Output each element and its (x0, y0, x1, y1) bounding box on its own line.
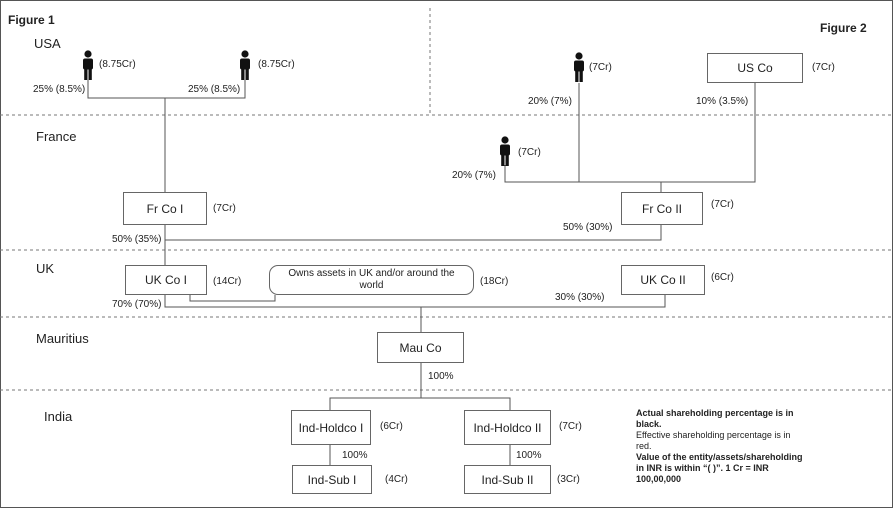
fr-co-2-box: Fr Co II (621, 192, 703, 225)
uk-co-1-box: UK Co I (125, 265, 207, 295)
fr-co-1-value: (7Cr) (213, 203, 236, 214)
legend-line: red. (636, 441, 652, 451)
uk-co-2-box: UK Co II (621, 265, 705, 295)
region-uk: UK (36, 261, 55, 276)
uk-co-1-value: (14Cr) (213, 276, 242, 287)
uk-co-2-share: 30% (30%) (555, 292, 605, 303)
assets-box: Owns assets in UK and/or around the worl… (269, 265, 474, 295)
mau-co-share: 100% (428, 371, 454, 382)
ind-sub-2-value: (3Cr) (557, 474, 580, 485)
us-co-value: (7Cr) (812, 62, 835, 73)
person-1-share: 25% (8.5%) (33, 84, 86, 95)
region-mauritius: Mauritius (36, 331, 89, 346)
ind-holdco-2-value: (7Cr) (559, 421, 582, 432)
uk-co-1-share: 70% (70%) (112, 299, 162, 310)
figure-1-title: Figure 1 (8, 13, 55, 27)
ind-sub-2-box: Ind-Sub II (464, 465, 551, 494)
person-icon (83, 50, 93, 80)
ind-holdco-2-share: 100% (516, 450, 542, 461)
fr-co-1-box: Fr Co I (123, 192, 207, 225)
person-france-value: (7Cr) (518, 147, 541, 158)
figure-2-title: Figure 2 (820, 21, 867, 35)
ind-sub-1-box: Ind-Sub I (292, 465, 372, 494)
uk-co-2-value: (6Cr) (711, 272, 734, 283)
fr-co-1-share: 50% (35%) (112, 234, 162, 245)
us-co-share: 10% (3.5%) (696, 96, 749, 107)
ind-holdco-1-box: Ind-Holdco I (291, 410, 371, 445)
us-co-box: US Co (707, 53, 803, 83)
person-2-value: (8.75Cr) (258, 59, 295, 70)
person-icon (240, 50, 250, 80)
ind-holdco-1-share: 100% (342, 450, 368, 461)
region-usa: USA (34, 36, 61, 51)
person-usa-value: (7Cr) (589, 62, 612, 73)
fr-co-2-share: 50% (30%) (563, 222, 613, 233)
ind-sub-1-value: (4Cr) (385, 474, 408, 485)
legend-line: Actual shareholding percentage is in (636, 408, 794, 418)
person-france-share: 20% (7%) (452, 170, 496, 181)
legend: Actual shareholding percentage is in bla… (636, 408, 846, 485)
person-1-value: (8.75Cr) (99, 59, 136, 70)
legend-line: in INR is within “( )”. 1 Cr = INR (636, 463, 769, 473)
person-icon (500, 136, 510, 166)
legend-line: Effective shareholding percentage is in (636, 430, 791, 440)
ind-holdco-1-value: (6Cr) (380, 421, 403, 432)
person-2-share: 25% (8.5%) (188, 84, 241, 95)
ind-holdco-2-box: Ind-Holdco II (464, 410, 551, 445)
region-france: France (36, 129, 77, 144)
legend-line: 100,00,000 (636, 474, 682, 484)
region-india: India (44, 409, 73, 424)
legend-line: black. (636, 419, 662, 429)
fr-co-2-value: (7Cr) (711, 199, 734, 210)
mau-co-box: Mau Co (377, 332, 464, 363)
person-usa-share: 20% (7%) (528, 96, 572, 107)
person-icon (574, 52, 584, 82)
assets-value: (18Cr) (480, 276, 509, 287)
legend-line: Value of the entity/assets/shareholding (636, 452, 803, 462)
